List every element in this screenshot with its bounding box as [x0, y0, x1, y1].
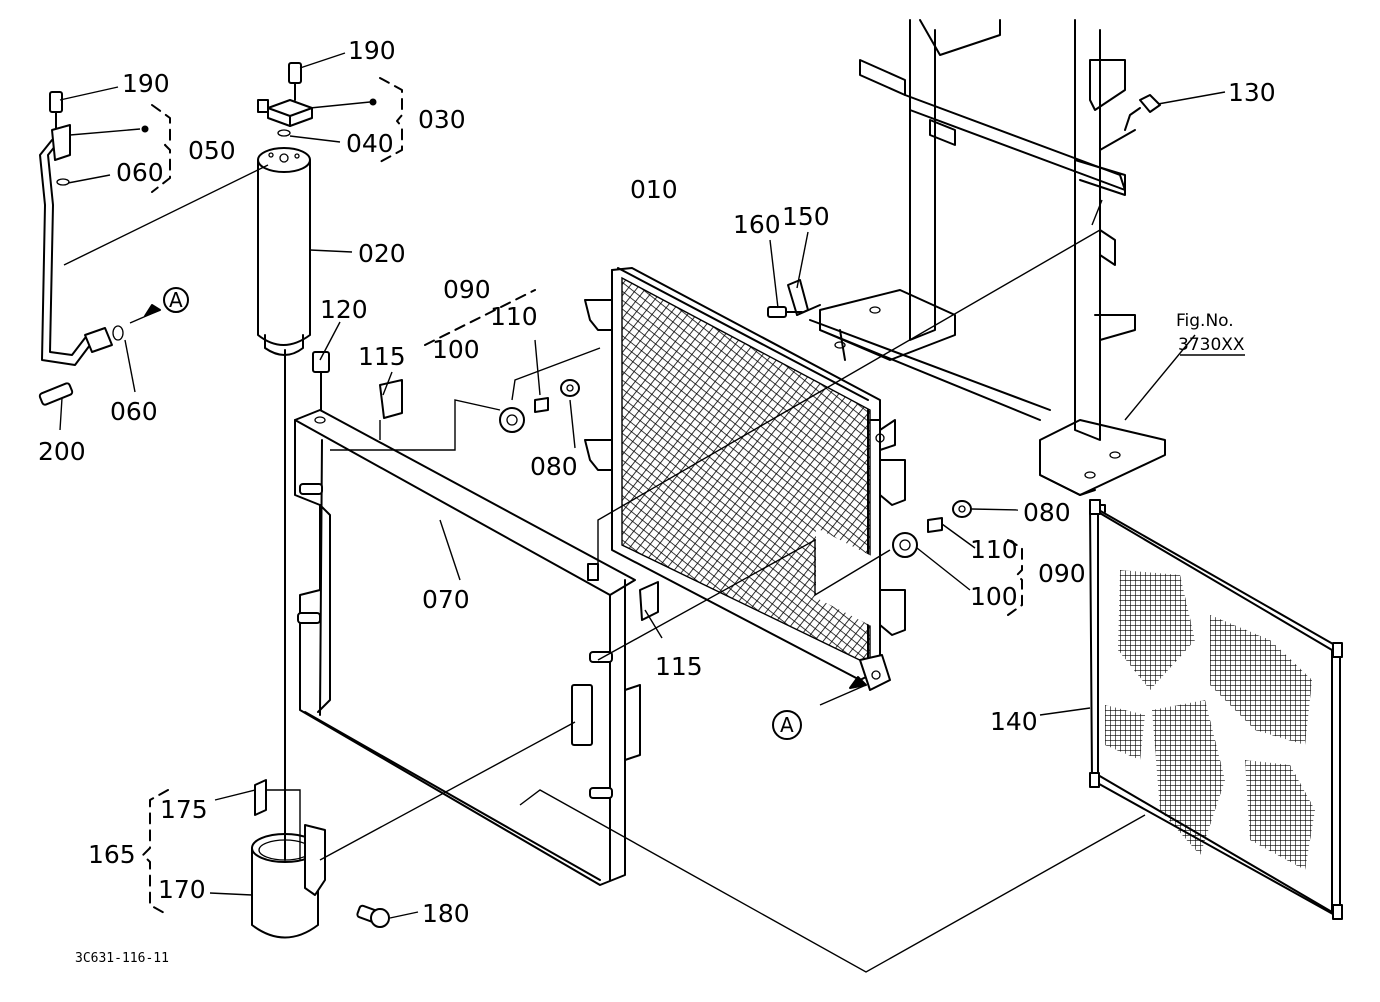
label-100-left: 100 — [432, 335, 480, 364]
label-090-left: 090 — [443, 275, 491, 304]
label-165: 165 — [88, 840, 136, 869]
label-020: 020 — [358, 239, 406, 268]
hose-pipe — [38, 91, 124, 406]
label-120: 120 — [320, 295, 368, 324]
callout-dot — [369, 98, 377, 106]
mount-rubber-right — [892, 500, 972, 558]
label-130: 130 — [1228, 78, 1276, 107]
label-190-left: 190 — [122, 69, 170, 98]
label-070: 070 — [422, 585, 470, 614]
label-160: 160 — [733, 210, 781, 239]
callout-dot — [141, 125, 149, 133]
label-190-top: 190 — [348, 36, 396, 65]
condenser-core — [584, 267, 906, 691]
label-115-top: 115 — [358, 342, 406, 371]
label-110-left: 110 — [490, 302, 538, 331]
label-170: 170 — [158, 875, 206, 904]
connector-a-top: A — [163, 287, 189, 313]
label-140: 140 — [990, 707, 1038, 736]
label-050: 050 — [188, 136, 236, 165]
mount-bracket — [767, 279, 846, 361]
label-175: 175 — [160, 795, 208, 824]
label-010: 010 — [630, 175, 678, 204]
connector-a-top-label: A — [169, 288, 183, 312]
fig-label: Fig.No. — [1176, 311, 1234, 331]
label-080-right: 080 — [1023, 498, 1071, 527]
label-040: 040 — [346, 129, 394, 158]
connector-a-bottom: A — [772, 710, 802, 740]
fig-number: 3730XX — [1178, 335, 1245, 355]
label-080-left: 080 — [530, 452, 578, 481]
connector-arrows — [144, 304, 867, 689]
connector-a-bottom-label: A — [780, 713, 794, 737]
label-200: 200 — [38, 437, 86, 466]
mount-rubber-left — [499, 379, 580, 433]
label-100-right: 100 — [970, 582, 1018, 611]
frame-bolt — [312, 351, 330, 411]
condenser-frame — [294, 379, 659, 886]
receiver-drier — [257, 147, 311, 356]
block-fitting — [257, 62, 313, 137]
wing-bolt — [1099, 94, 1161, 151]
label-030: 030 — [418, 105, 466, 134]
label-150: 150 — [782, 202, 830, 231]
label-060-bottom: 060 — [110, 397, 158, 426]
label-115-bottom: 115 — [655, 652, 703, 681]
group-brackets — [142, 77, 1023, 916]
drawing-code: 3C631-116-11 — [75, 951, 169, 966]
part-labels: 190 190 030 050 040 060 020 010 130 160 … — [38, 36, 1276, 966]
label-090-right: 090 — [1038, 559, 1086, 588]
label-180: 180 — [422, 899, 470, 928]
label-060-top: 060 — [116, 158, 164, 187]
drier-clamp — [251, 349, 390, 939]
label-110-right: 110 — [970, 535, 1018, 564]
insect-screen — [1089, 499, 1343, 920]
cab-frame — [809, 19, 1166, 496]
